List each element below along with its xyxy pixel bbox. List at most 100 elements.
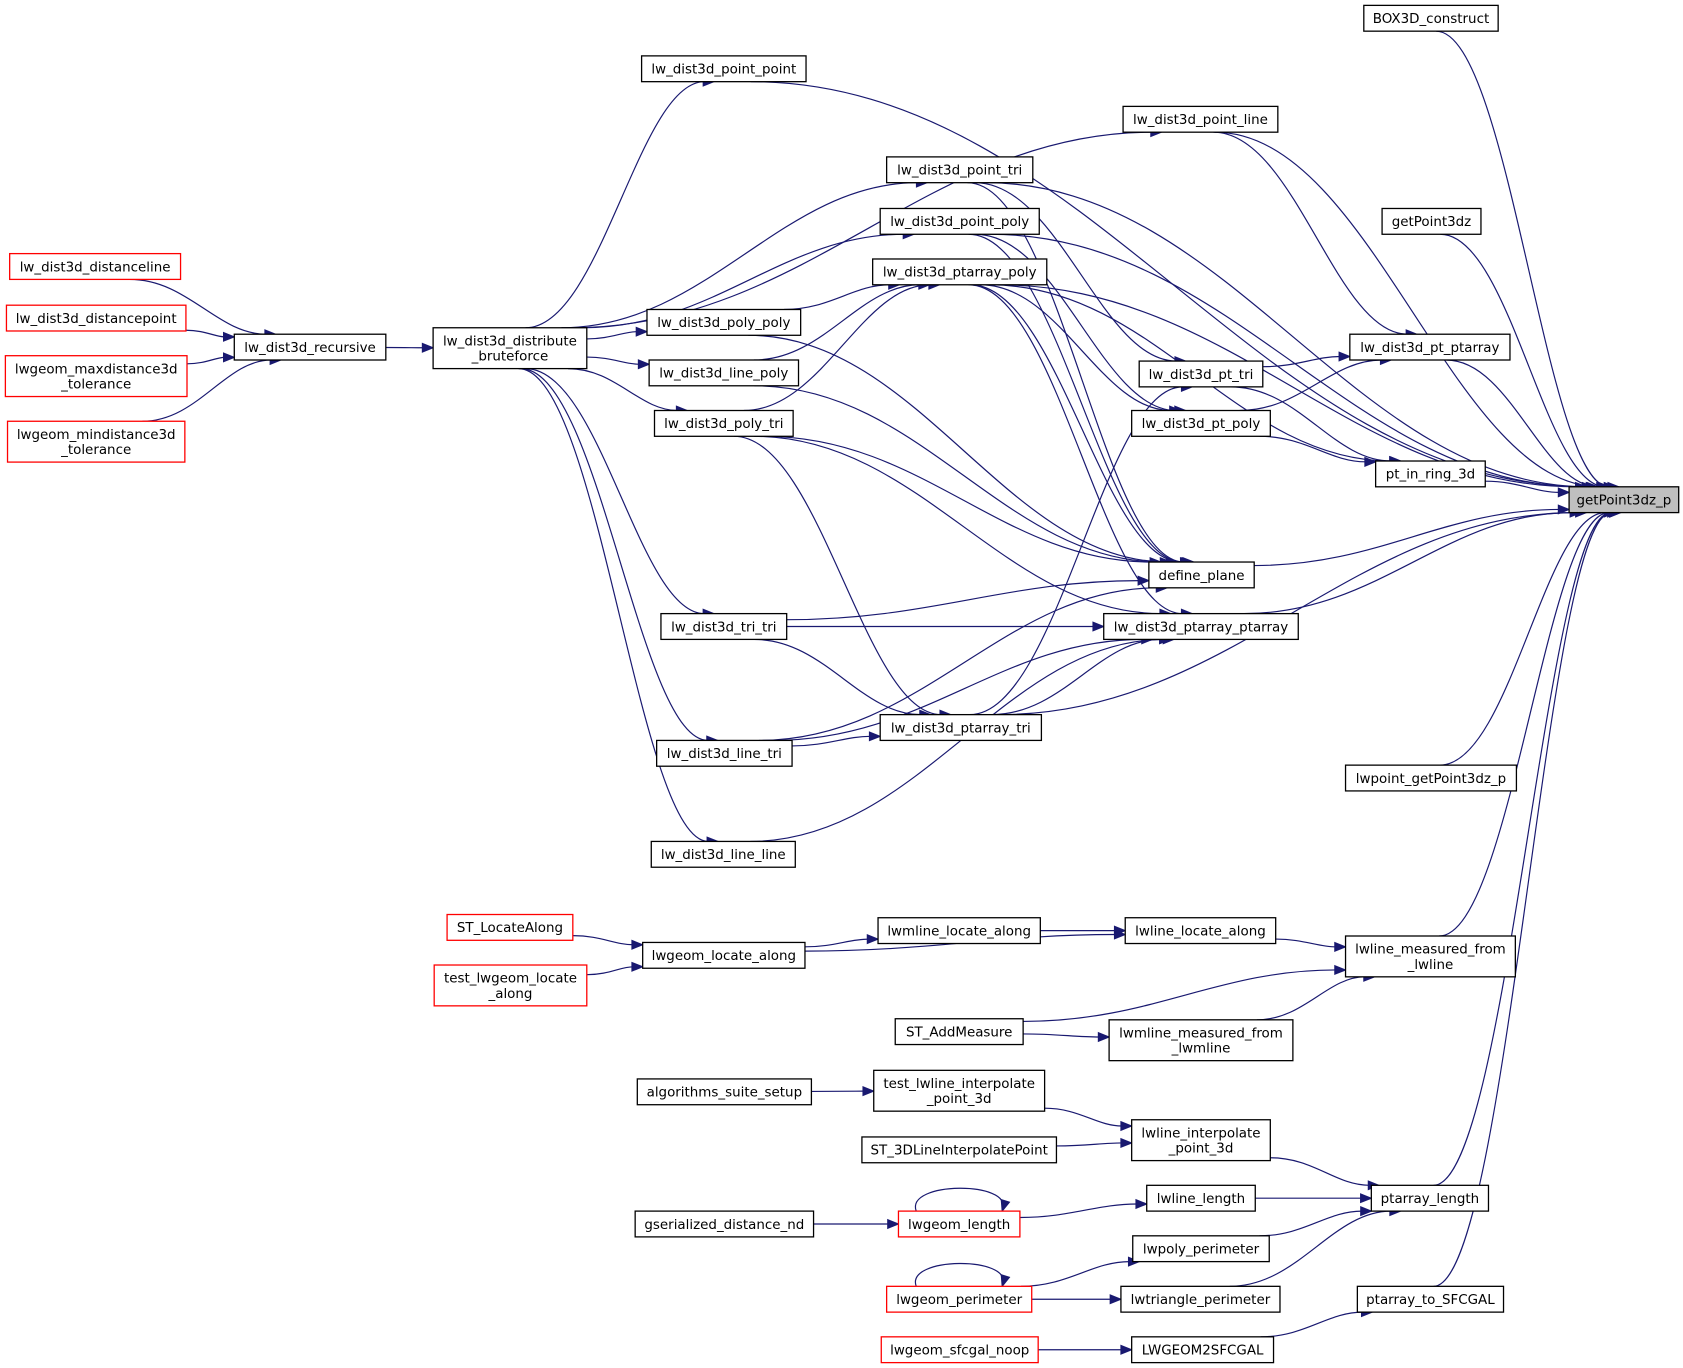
node-lw_dist3d_point_poly[interactable]: lw_dist3d_point_poly [879, 207, 1040, 235]
node-lw_dist3d_pt_poly[interactable]: lw_dist3d_pt_poly [1131, 409, 1271, 437]
node-ptarray_to_SFCGAL[interactable]: ptarray_to_SFCGAL [1356, 1285, 1505, 1313]
node-label: ST_LocateAlong [457, 921, 563, 936]
arrowhead-icon [1120, 1344, 1134, 1355]
node-lw_dist3d_point_point[interactable]: lw_dist3d_point_point [640, 55, 807, 83]
edge-lwgeom_maxdistance3d_tolerance-to-lw_dist3d_recursive [186, 352, 236, 365]
node-lw_dist3d_pt_ptarray[interactable]: lw_dist3d_pt_ptarray [1349, 333, 1511, 361]
node-lw_dist3d_ptarray_poly[interactable]: lw_dist3d_ptarray_poly [872, 258, 1048, 286]
node-label: lwmline_locate_along [887, 924, 1031, 939]
node-lwmline_locate_along[interactable]: lwmline_locate_along [877, 917, 1041, 945]
node-label: lwgeom_maxdistance3d [15, 362, 178, 377]
edge-line [572, 935, 634, 946]
node-pt_in_ring_3d[interactable]: pt_in_ring_3d [1374, 460, 1486, 488]
node-label: ST_AddMeasure [906, 1025, 1012, 1040]
node-label: lw_dist3d_recursive [244, 341, 376, 356]
node-box [6, 420, 186, 463]
edge-lw_dist3d_tri_tri-to-define_plane [786, 575, 1151, 621]
node-test_lwgeom_locate_along[interactable]: test_lwgeom_locate_along [433, 964, 588, 1007]
edge-line [586, 356, 640, 365]
node-lw_dist3d_line_tri[interactable]: lw_dist3d_line_tri [656, 739, 793, 767]
node-lw_dist3d_point_tri[interactable]: lw_dist3d_point_tri [885, 156, 1034, 184]
node-ptarray_length[interactable]: ptarray_length [1370, 1184, 1490, 1212]
node-lwgeom_maxdistance3d_tolerance[interactable]: lwgeom_maxdistance3d_tolerance [4, 355, 188, 398]
node-lwpoint_getPoint3dz_p[interactable]: lwpoint_getPoint3dz_p [1344, 764, 1518, 792]
node-lwgeom_mindistance3d_tolerance[interactable]: lwgeom_mindistance3d_tolerance [6, 420, 186, 463]
node-getPoint3dz_p[interactable]: getPoint3dz_p [1568, 486, 1680, 514]
edge-ST_LocateAlong-to-lwgeom_locate_along [572, 935, 645, 950]
node-lwgeom_sfcgal_noop[interactable]: lwgeom_sfcgal_noop [880, 1336, 1039, 1364]
node-box [880, 1336, 1039, 1364]
node-label: lw_dist3d_point_point [651, 63, 796, 78]
node-lw_dist3d_ptarray_tri[interactable]: lw_dist3d_ptarray_tri [879, 713, 1043, 742]
node-test_lwline_interpolate_point_3d[interactable]: test_lwline_interpolate_point_3d [873, 1069, 1046, 1112]
edge-BOX3D_construct-to-getPoint3dz_p [1436, 30, 1621, 492]
node-box [879, 207, 1040, 235]
node-define_plane[interactable]: define_plane [1148, 561, 1255, 589]
edge-lw_dist3d_poly_tri-to-lw_dist3d_ptarray_tri [733, 435, 953, 720]
edge-lw_dist3d_ptarray_tri-to-getPoint3dz_p [998, 507, 1588, 716]
node-box [640, 55, 807, 83]
node-lwgeom_perimeter[interactable]: lwgeom_perimeter [885, 1285, 1033, 1313]
edge-line [1020, 1261, 1130, 1287]
node-lwline_measured_from_lwline[interactable]: lwline_measured_from_lwline [1344, 935, 1516, 978]
node-lw_dist3d_ptarray_ptarray[interactable]: lw_dist3d_ptarray_ptarray [1103, 612, 1299, 641]
node-lw_dist3d_distancepoint[interactable]: lw_dist3d_distancepoint [5, 304, 187, 332]
edge-line [525, 368, 705, 615]
node-label: lw_dist3d_distribute [443, 334, 577, 349]
node-ST_LocateAlong[interactable]: ST_LocateAlong [446, 913, 574, 941]
node-lw_dist3d_tri_tri[interactable]: lw_dist3d_tri_tri [660, 612, 788, 641]
node-box [634, 1210, 815, 1238]
node-box [432, 327, 588, 370]
node-lwpoly_perimeter[interactable]: lwpoly_perimeter [1132, 1235, 1270, 1263]
node-lwtriangle_perimeter[interactable]: lwtriangle_perimeter [1120, 1285, 1281, 1313]
node-lw_dist3d_recursive[interactable]: lw_dist3d_recursive [233, 333, 387, 361]
edge-line [1262, 355, 1341, 368]
edge-line [1244, 512, 1572, 615]
edge-line [129, 278, 266, 335]
node-box [4, 355, 188, 398]
node-box [1131, 1119, 1271, 1162]
edge-lw_dist3d_distribute_bruteforce-to-lw_dist3d_point_point [525, 76, 716, 329]
node-lw_dist3d_point_line[interactable]: lw_dist3d_point_line [1122, 105, 1279, 133]
node-lw_dist3d_poly_poly[interactable]: lw_dist3d_poly_poly [646, 308, 802, 336]
edge-line [743, 284, 930, 412]
node-lw_dist3d_pt_tri[interactable]: lw_dist3d_pt_tri [1138, 360, 1264, 388]
node-label: _point_3d [926, 1092, 992, 1107]
node-lwgeom_length[interactable]: lwgeom_length [897, 1210, 1021, 1238]
node-lw_dist3d_line_poly[interactable]: lw_dist3d_line_poly [648, 359, 800, 387]
node-algorithms_suite_setup[interactable]: algorithms_suite_setup [636, 1078, 813, 1106]
edge-test_lwgeom_locate_along-to-lwgeom_locate_along [586, 961, 645, 976]
node-label: ptarray_length [1381, 1192, 1479, 1207]
node-label: lwgeom_mindistance3d [17, 428, 176, 443]
node-box [1349, 333, 1511, 361]
node-ST_AddMeasure[interactable]: ST_AddMeasure [894, 1018, 1024, 1046]
node-lwline_locate_along[interactable]: lwline_locate_along [1124, 917, 1277, 945]
node-ST_3DLineInterpolatePoint[interactable]: ST_3DLineInterpolatePoint [861, 1136, 1058, 1164]
arrowhead-icon [631, 961, 645, 972]
node-lwmline_measured_from_lwmline[interactable]: lwmline_measured_from_lwmline [1108, 1019, 1294, 1062]
node-LWGEOM2SFCGAL[interactable]: LWGEOM2SFCGAL [1131, 1336, 1275, 1364]
arrowhead-icon [1135, 1198, 1149, 1210]
edge-line [792, 735, 871, 747]
node-lw_dist3d_distribute_bruteforce[interactable]: lw_dist3d_distribute_bruteforce [432, 327, 588, 370]
edge-gserialized_distance_nd-to-lwgeom_length [813, 1218, 900, 1230]
node-getPoint3dz[interactable]: getPoint3dz [1381, 207, 1482, 235]
node-lw_dist3d_distanceline[interactable]: lw_dist3d_distanceline [9, 252, 182, 281]
edge-line [990, 233, 1584, 488]
node-gserialized_distance_nd[interactable]: gserialized_distance_nd [634, 1210, 815, 1238]
node-box [1132, 1235, 1270, 1263]
node-box [1344, 935, 1516, 978]
arrowhead-icon [1000, 1274, 1011, 1288]
edge-ST_AddMeasure-to-lwline_measured_from_lwline [1023, 964, 1347, 1023]
node-BOX3D_construct[interactable]: BOX3D_construct [1363, 4, 1499, 32]
node-lw_dist3d_poly_tri[interactable]: lw_dist3d_poly_tri [653, 409, 794, 437]
node-lwgeom_locate_along[interactable]: lwgeom_locate_along [642, 941, 806, 969]
node-lw_dist3d_line_line[interactable]: lw_dist3d_line_line [650, 840, 796, 868]
edge-line [970, 284, 1182, 563]
edge-line [525, 81, 705, 329]
node-lwline_length[interactable]: lwline_length [1146, 1184, 1256, 1212]
edge-lw_dist3d_poly_tri-to-lw_dist3d_ptarray_poly [743, 279, 942, 412]
node-lwline_interpolate_point_3d[interactable]: lwline_interpolate_point_3d [1131, 1119, 1271, 1162]
node-box [1131, 1336, 1275, 1364]
edge-lw_dist3d_line_tri-to-lw_dist3d_ptarray_tri [792, 731, 882, 747]
